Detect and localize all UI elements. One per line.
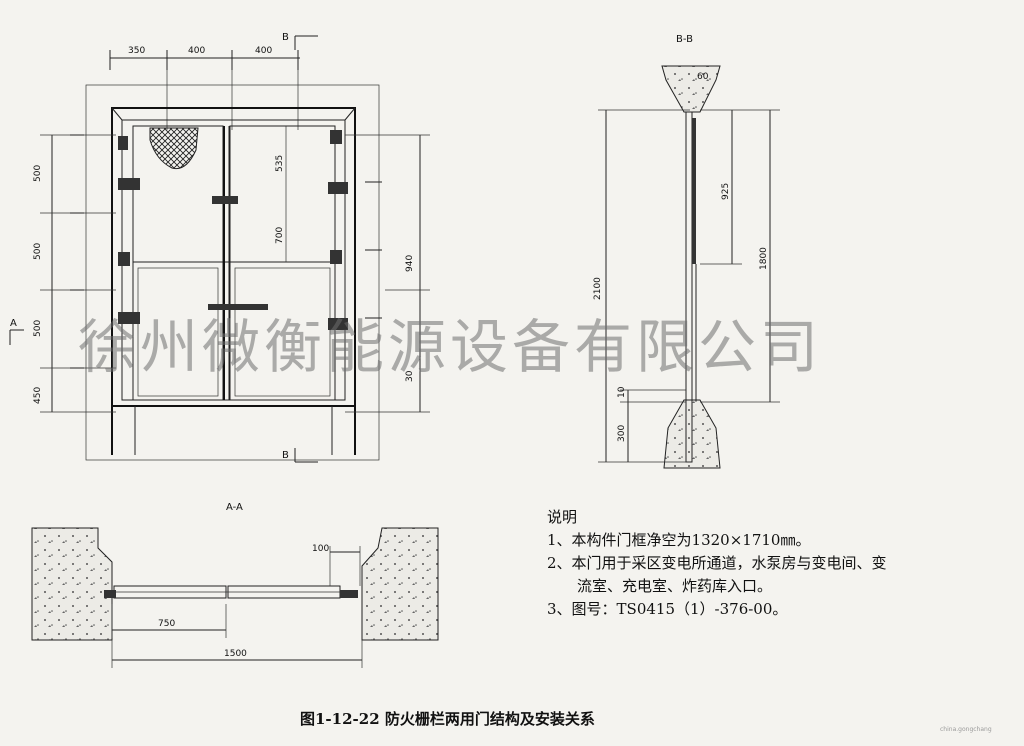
note-item-3: 流室、充电室、炸药库入口。 — [577, 577, 773, 595]
inner-dim-2: 700 — [275, 227, 285, 244]
bb-dim-60: 60 — [697, 72, 709, 82]
bb-dim-925: 925 — [721, 183, 731, 200]
inner-dim-1: 535 — [275, 155, 285, 172]
left-dim-1: 500 — [33, 165, 43, 182]
right-dim-1: 940 — [405, 255, 415, 272]
left-dim-2: 500 — [33, 243, 43, 260]
section-bb: B-B 60 2100 10 300 925 1800 — [593, 34, 780, 469]
front-view: 350 400 400 B B — [9, 32, 430, 463]
note-item-4: 3、图号：TS0415（1）-376-00。 — [547, 600, 788, 618]
figure-caption: 图1-12-22 防火栅栏两用门结构及安装关系 — [300, 710, 595, 728]
section-b-bottom: B — [282, 450, 289, 461]
bb-dim-10: 10 — [617, 386, 627, 398]
left-dim-4: 450 — [33, 387, 43, 404]
notes-title: 说明 — [547, 508, 578, 526]
note-item-1: 1、本构件门框净空为1320×1710㎜。 — [547, 531, 811, 549]
section-a-left: A — [10, 318, 17, 329]
notes-block: 说明 1、本构件门框净空为1320×1710㎜。 2、本门用于采区变电所通道，水… — [547, 506, 1007, 621]
bb-dim-300: 300 — [617, 425, 627, 442]
section-b-top: B — [282, 32, 289, 43]
top-dim-3: 400 — [255, 46, 272, 56]
source-credit: china.gongchang — [940, 726, 992, 733]
note-item-2: 2、本门用于采区变电所通道，水泵房与变电间、变 — [547, 554, 887, 572]
left-dim-3: 500 — [33, 320, 43, 337]
top-dim-2: 400 — [188, 46, 205, 56]
section-aa-title: A-A — [226, 502, 243, 513]
aa-dim-750: 750 — [158, 619, 175, 629]
section-aa: A-A 100 750 1500 — [31, 502, 439, 668]
bb-dim-2100: 2100 — [593, 277, 603, 300]
section-bb-title: B-B — [676, 34, 693, 45]
top-dim-1: 350 — [128, 46, 145, 56]
aa-dim-100: 100 — [312, 544, 329, 554]
bb-dim-1800: 1800 — [759, 247, 769, 270]
aa-dim-1500: 1500 — [224, 649, 247, 659]
right-dim-2: 30 — [405, 370, 415, 382]
